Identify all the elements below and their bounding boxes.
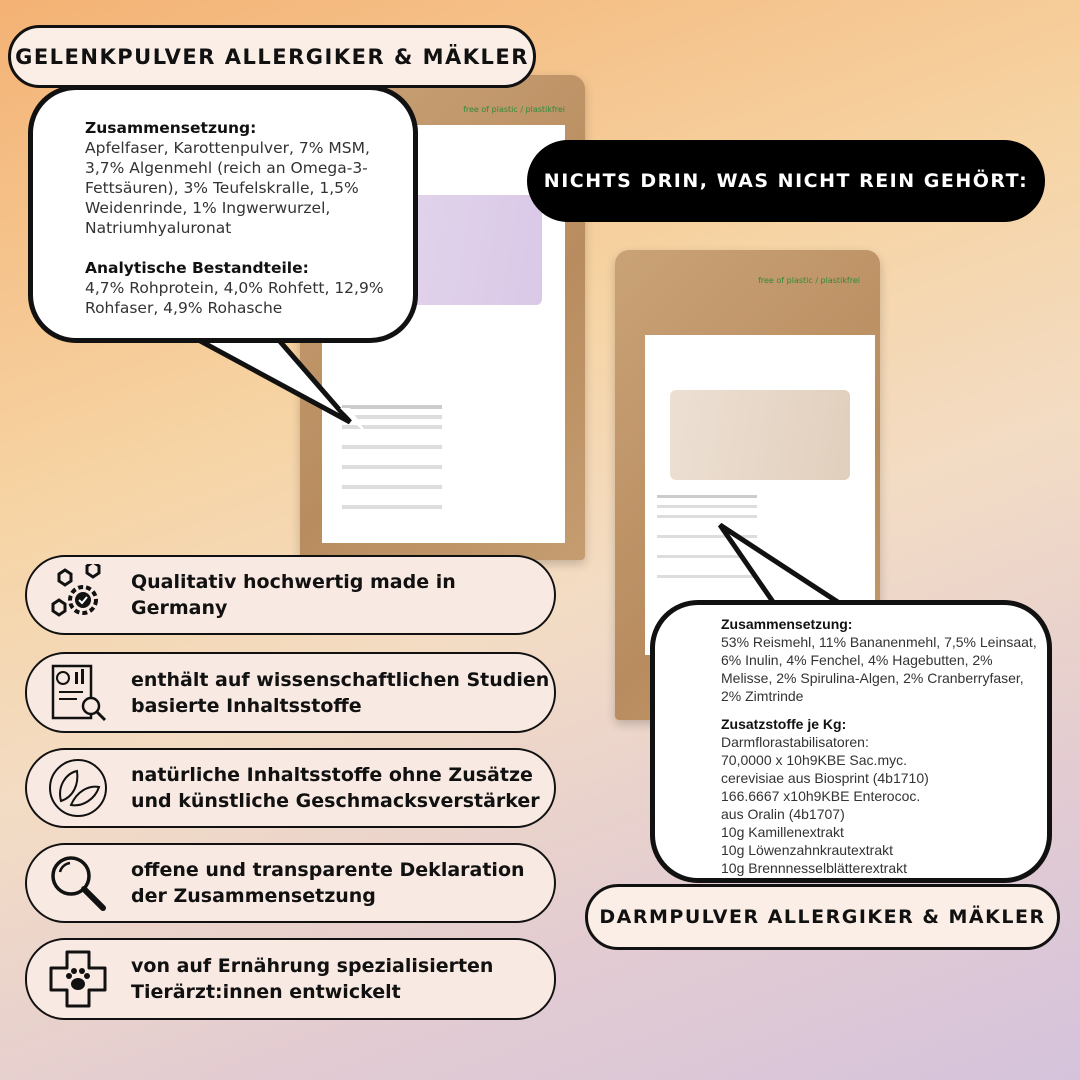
additive-line: 70,0000 x 10h9KBE Sac.myc. [721,752,907,768]
feature-quality: Qualitativ hochwertig made in Germany [25,555,556,635]
feature-text: Qualitativ hochwertig made in Germany [131,571,456,619]
feature-research: enthält auf wissenschaftlichen Studien b… [25,652,556,733]
gelenkpulver-ingredients-bubble: Zusammensetzung: Apfelfaser, Karottenpul… [28,85,418,343]
title-gelenkpulver: GELENKPULVER ALLERGIKER & MÄKLER [8,25,536,88]
additive-line: aus Oralin (4b1707) [721,806,845,822]
additive-line: cerevisiae aus Biosprint (4b1710) [721,770,929,786]
research-report-icon [51,664,107,721]
feature-natural: natürliche Inhaltsstoffe ohne Zusätze un… [25,748,556,828]
feature-transparent: offene und transparente Deklaration der … [25,843,556,923]
composition-heading: Zusammensetzung: [85,119,257,137]
bubble1-tail [178,327,352,425]
quality-gear-icon [51,564,101,617]
plastic-free-tag: free of plastic / plastikfrei [463,105,565,114]
additive-line: 10g Kamillenextrakt [721,824,844,840]
feature-text: natürliche Inhaltsstoffe ohne Zusätze un… [131,764,540,812]
bubble2-tail [717,522,859,615]
leaves-icon [49,759,107,817]
magnifier-icon [51,856,106,911]
additives-heading: Zusatzstoffe je Kg: [721,716,847,732]
feature-text: enthält auf wissenschaftlichen Studien b… [131,668,550,717]
analytics-heading: Analytische Bestandteile: [85,259,309,277]
darmpulver-ingredients-bubble: Zusammensetzung: 53% Reismehl, 11% Banan… [650,600,1052,883]
vet-cross-paw-icon [49,950,107,1008]
title-darmpulver: DARMPULVER ALLERGIKER & MÄKLER [585,884,1060,950]
additive-line: 10g Brennnesselblätterextrakt [721,860,907,876]
additive-line: 166.6667 x10h9KBE Enterococ. [721,788,921,804]
composition-text: Apfelfaser, Karottenpulver, 7% MSM, 3,7%… [85,139,370,237]
additive-line: Darmflorastabilisatoren: [721,734,869,750]
analytics-text: 4,7% Rohprotein, 4,0% Rohfett, 12,9% Roh… [85,279,384,317]
feature-vets: von auf Ernährung spezialisierten Tierär… [25,938,556,1020]
feature-text: offene und transparente Deklaration der … [131,859,525,907]
title-nichts-drin: NICHTS DRIN, WAS NICHT REIN GEHÖRT: [527,140,1045,222]
composition-heading: Zusammensetzung: [721,616,853,632]
feature-text: von auf Ernährung spezialisierten Tierär… [131,955,494,1003]
plastic-free-tag: free of plastic / plastikfrei [758,276,860,285]
composition-text: 53% Reismehl, 11% Bananenmehl, 7,5% Lein… [721,634,1037,704]
additive-line: 10g Löwenzahnkrautextrakt [721,842,893,858]
